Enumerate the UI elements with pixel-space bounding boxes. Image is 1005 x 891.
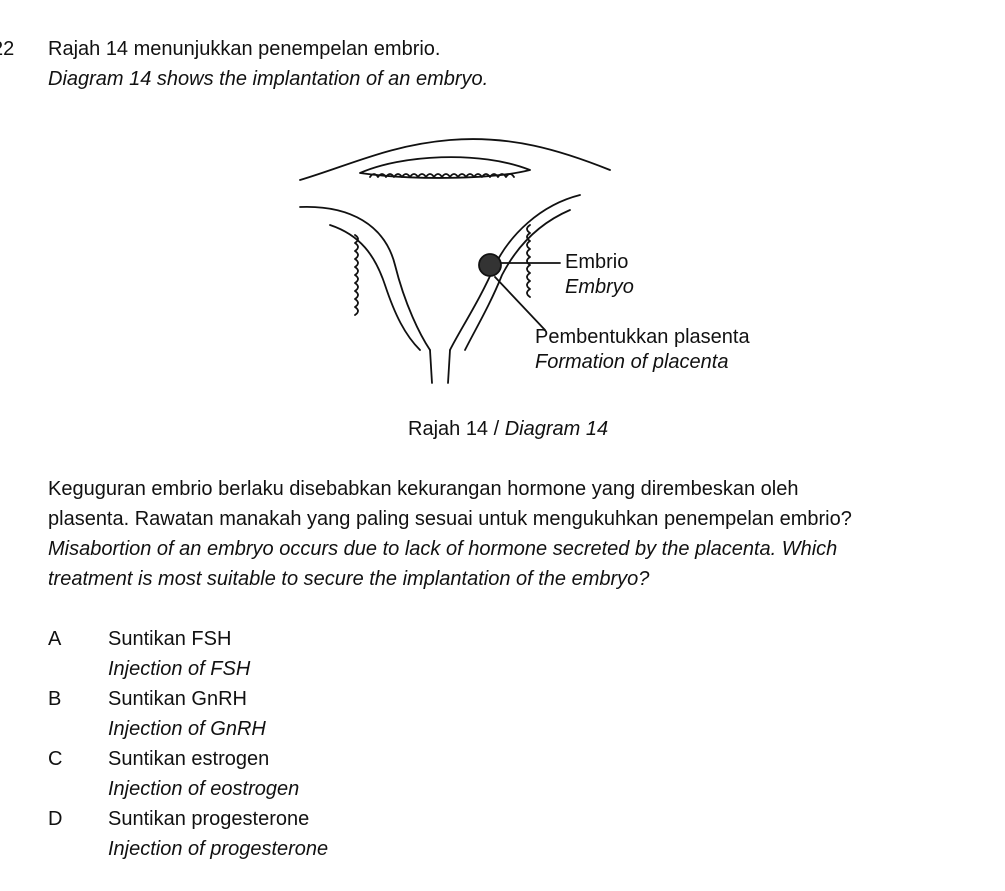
endometrium-top-lining — [369, 173, 515, 178]
placenta-label-malay: Pembentukkan plasenta — [535, 326, 750, 348]
uterus-left-inner-wall — [329, 224, 421, 351]
question-stem-english-line1: Misabortion of an embryo occurs due to l… — [48, 538, 838, 560]
question-stem-english-line2: treatment is most suitable to secure the… — [48, 568, 650, 590]
diagram-caption-english: Diagram 14 — [504, 418, 609, 440]
option-d-english[interactable]: Injection of progesterone — [108, 838, 329, 860]
option-b-malay[interactable]: Suntikan GnRH — [108, 688, 247, 710]
endometrium-left-lining — [354, 234, 359, 316]
embryo-label-malay: Embrio — [565, 251, 628, 273]
option-b-english[interactable]: Injection of GnRH — [108, 718, 266, 740]
uterus-fundus-inner-cavity — [359, 156, 531, 179]
diagram-caption-malay: Rajah 14 / — [408, 418, 505, 440]
cervix-right-line — [447, 349, 451, 384]
placenta-pointer-line — [494, 276, 546, 331]
embryo-shape — [478, 253, 502, 277]
option-a-malay[interactable]: Suntikan FSH — [108, 628, 232, 650]
option-c-malay[interactable]: Suntikan estrogen — [108, 748, 270, 770]
option-a-letter[interactable]: A — [48, 628, 62, 650]
endometrium-right-lining — [526, 224, 531, 298]
option-c-letter[interactable]: C — [48, 748, 63, 770]
uterus-fundus-outer-line — [299, 138, 611, 181]
question-stem-malay-line2: plasenta. Rawatan manakah yang paling se… — [48, 508, 852, 530]
option-c-english[interactable]: Injection of eostrogen — [108, 778, 300, 800]
uterus-implantation-diagram: Embrio Embryo Pembentukkan plasenta Form… — [299, 138, 750, 384]
cervix-left-line — [429, 349, 433, 384]
option-d-letter[interactable]: D — [48, 808, 63, 830]
uterus-left-outer-wall — [299, 206, 431, 351]
option-d-malay[interactable]: Suntikan progesterone — [108, 808, 310, 830]
embryo-label-english: Embryo — [565, 276, 634, 298]
diagram-caption: Rajah 14 / Diagram 14 — [408, 417, 608, 441]
question-number: 22 — [0, 38, 15, 60]
question-stem-malay-line1: Keguguran embrio berlaku disebabkan keku… — [48, 478, 799, 500]
question-intro-malay: Rajah 14 menunjukkan penempelan embrio. — [48, 38, 441, 60]
question-intro-english: Diagram 14 shows the implantation of an … — [48, 68, 489, 90]
option-a-english[interactable]: Injection of FSH — [108, 658, 251, 680]
placenta-label-english: Formation of placenta — [535, 351, 728, 373]
option-b-letter[interactable]: B — [48, 688, 62, 710]
uterus-right-inner-wall — [464, 209, 571, 351]
